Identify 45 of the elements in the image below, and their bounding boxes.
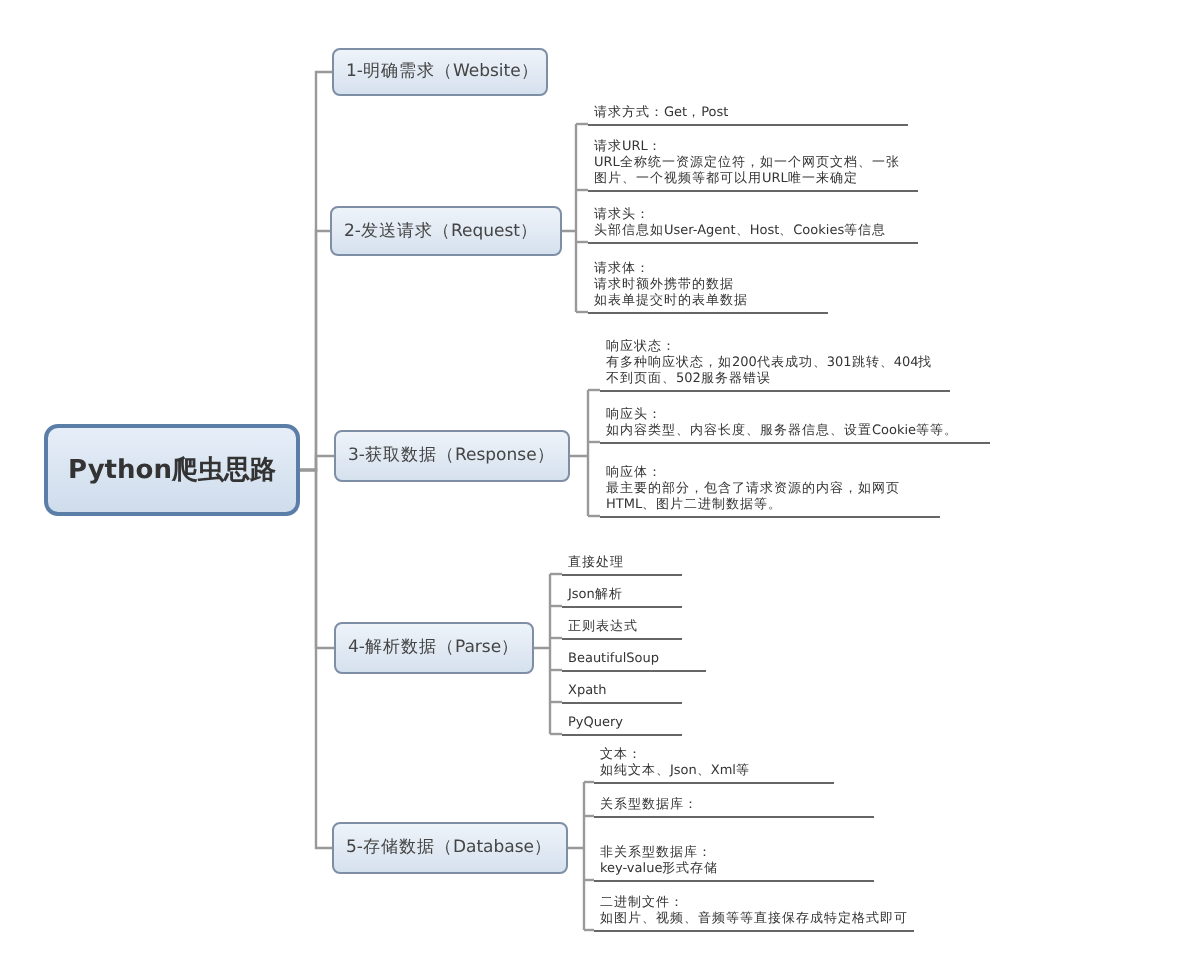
underline-item	[594, 744, 834, 784]
connector-line	[588, 440, 600, 444]
underline-item	[562, 680, 682, 704]
connector-line	[550, 700, 562, 704]
underline-item	[562, 584, 682, 608]
topic-box: 2-发送请求（Request）	[330, 206, 562, 256]
underline-item	[562, 552, 682, 576]
connector-line	[584, 928, 594, 932]
underline-item	[588, 136, 918, 192]
bracket-line	[532, 572, 552, 736]
underline-item	[562, 712, 682, 736]
connector-line	[584, 780, 594, 784]
connector-line	[300, 468, 332, 850]
connector-line	[584, 878, 594, 882]
connector-line	[550, 668, 562, 672]
connector-line	[576, 188, 588, 192]
connector-line	[588, 514, 600, 518]
underline-item	[600, 462, 940, 518]
connector-line	[576, 122, 588, 126]
bracket-line	[566, 780, 586, 932]
root-topic-box: Python爬虫思路	[44, 424, 300, 516]
topic-box: 3-获取数据（Response）	[334, 430, 570, 482]
bracket-line	[560, 122, 578, 314]
underline-item	[600, 336, 950, 392]
underline-item	[562, 616, 682, 640]
connector-line	[588, 388, 600, 392]
topic-box: 5-存储数据（Database）	[332, 822, 568, 874]
connector-line	[576, 310, 588, 314]
connector-line	[550, 572, 562, 576]
connector-line	[550, 604, 562, 608]
connector-line	[584, 814, 594, 818]
underline-item	[594, 892, 914, 932]
underline-item	[594, 794, 874, 818]
underline-item	[588, 102, 908, 126]
underline-item	[600, 404, 990, 444]
underline-item	[588, 204, 918, 244]
connector-line	[550, 732, 562, 736]
underline-item	[594, 842, 874, 882]
topic-box: 1-明确需求（Website）	[332, 48, 548, 96]
underline-item	[562, 648, 706, 672]
underline-item	[588, 258, 828, 314]
connector-line	[576, 240, 588, 244]
topic-box: 4-解析数据（Parse）	[334, 622, 534, 674]
bracket-line	[568, 388, 590, 518]
connector-line	[550, 636, 562, 640]
